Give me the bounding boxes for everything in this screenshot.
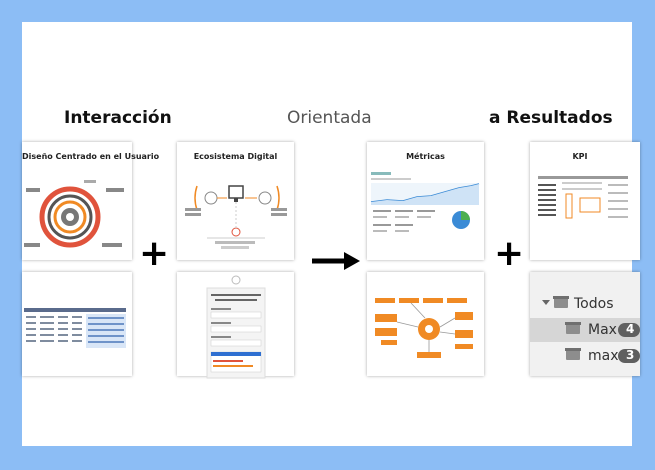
todos-panel-card: Todos Max max 4 3 (530, 272, 640, 376)
ecosystem-diagram-graphic (185, 185, 287, 249)
todos-header-label: Todos (574, 296, 614, 312)
kpi-card-title: KPI (572, 152, 588, 161)
ucd-diagram-card: Diseño Centrado en el Usuario (22, 142, 160, 260)
slide-canvas: Interacción Orientada a Resultados Diseñ… (22, 22, 640, 446)
flowchart-card (367, 272, 484, 376)
form-card (177, 272, 294, 379)
form-graphic (206, 275, 266, 379)
arrow-right-icon (312, 252, 360, 270)
plus-operator-right: + (494, 233, 525, 274)
heading-interaccion: Interacción (64, 108, 172, 128)
todos-badge-2: 3 (626, 348, 635, 362)
todos-item-max-label: Max (588, 322, 617, 338)
todos-badge-1: 4 (626, 322, 635, 336)
todos-panel-graphic (530, 296, 640, 363)
kpi-card: KPI (530, 142, 640, 260)
heading-orientada: Orientada (287, 108, 372, 128)
plus-operator-left: + (139, 233, 170, 274)
ucd-card-title: Diseño Centrado en el Usuario (22, 152, 160, 161)
todos-item-max-lower-label: max (588, 348, 619, 364)
heading-resultados: a Resultados (489, 108, 613, 128)
spreadsheet-card (22, 272, 132, 376)
spreadsheet-graphic (24, 308, 126, 348)
ecosystem-card-title: Ecosistema Digital (193, 152, 278, 161)
metrics-card-title: Métricas (406, 152, 445, 161)
metrics-dashboard-graphic (370, 172, 480, 232)
kpi-table-graphic (538, 176, 628, 219)
metrics-card: Métricas (367, 142, 484, 260)
ecosystem-card: Ecosistema Digital (177, 142, 294, 260)
flowchart-graphic (375, 298, 473, 358)
ucd-diagram-graphic (24, 180, 124, 248)
